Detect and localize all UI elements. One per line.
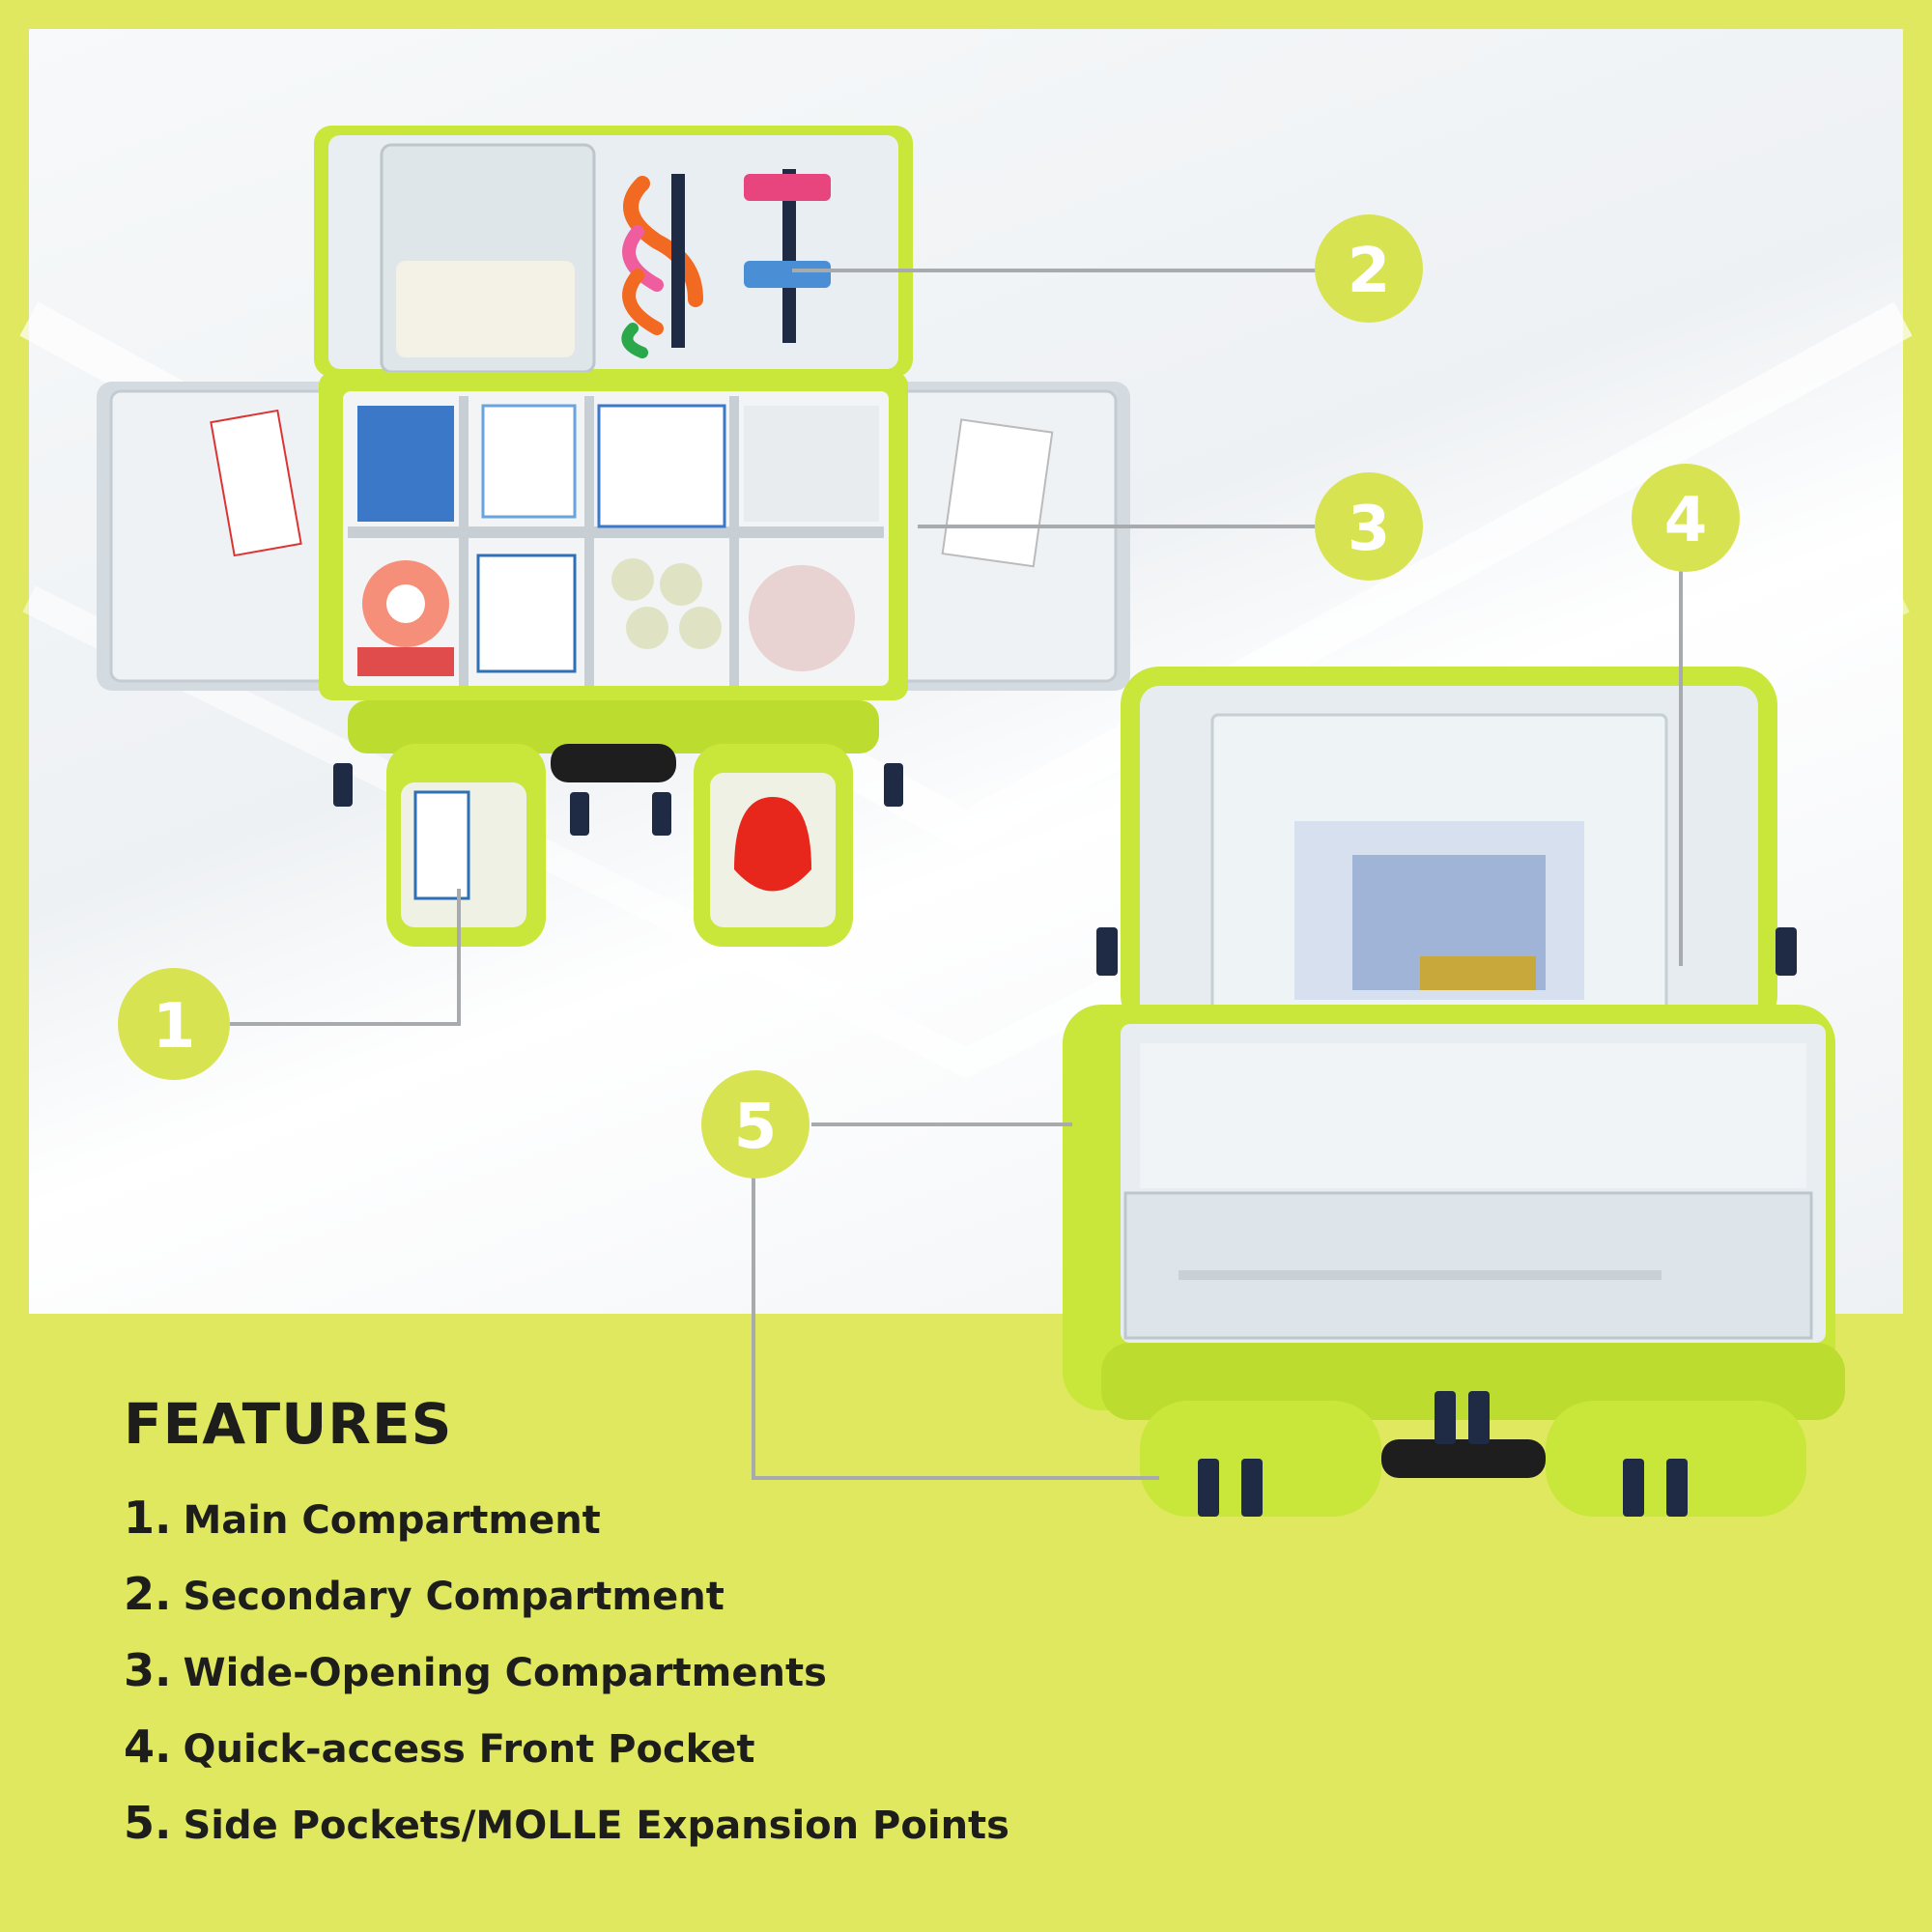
feature-item: 1.Main Compartment: [124, 1480, 1090, 1556]
feature-label: Wide-Opening Compartments: [183, 1651, 827, 1695]
feature-label: Main Compartment: [183, 1498, 601, 1543]
feature-number: 1.: [124, 1492, 172, 1544]
callout-5: 5: [701, 1070, 810, 1179]
callout-3: 3: [1315, 472, 1423, 581]
svg-text:5: 5: [734, 1092, 778, 1163]
leader-lines: [230, 269, 1683, 1480]
feature-label: Side Pockets/MOLLE Expansion Points: [183, 1804, 1009, 1848]
feature-label: Quick-access Front Pocket: [183, 1727, 755, 1772]
feature-item: 4.Quick-access Front Pocket: [124, 1709, 1090, 1785]
svg-text:2: 2: [1348, 236, 1391, 307]
feature-number: 2.: [124, 1568, 172, 1620]
feature-item: 2.Secondary Compartment: [124, 1556, 1090, 1633]
feature-label: Secondary Compartment: [183, 1575, 724, 1619]
feature-number: 3.: [124, 1644, 172, 1696]
open-bag-main-view: [97, 126, 1130, 947]
svg-text:1: 1: [153, 991, 196, 1063]
feature-item: 3.Wide-Opening Compartments: [124, 1633, 1090, 1709]
callout-2: 2: [1315, 214, 1423, 323]
feature-number: 5.: [124, 1797, 172, 1849]
features-title: FEATURES: [124, 1391, 453, 1457]
open-bag-front-pocket-view: [1063, 667, 1845, 1517]
callout-4: 4: [1632, 464, 1740, 572]
callout-1: 1: [118, 968, 230, 1080]
feature-item: 5.Side Pockets/MOLLE Expansion Points: [124, 1785, 1090, 1861]
feature-number: 4.: [124, 1720, 172, 1773]
svg-text:3: 3: [1348, 494, 1391, 565]
features-list: FEATURES 1.Main Compartment 2.Secondary …: [124, 1391, 1090, 1861]
svg-text:4: 4: [1664, 485, 1708, 556]
